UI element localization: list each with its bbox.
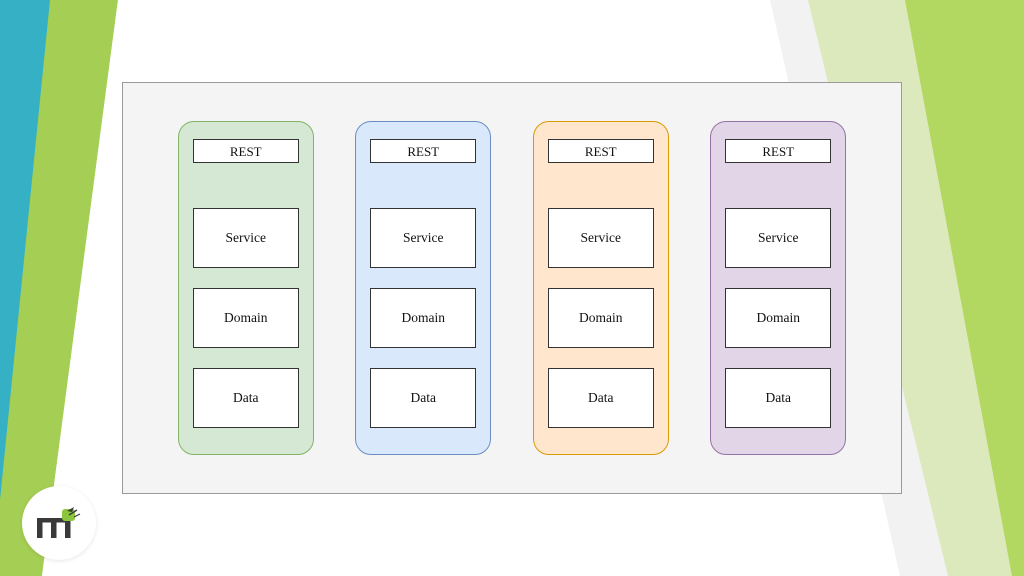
- node-rest-label: REST: [762, 143, 795, 159]
- node-service-label: Service: [403, 230, 444, 246]
- node-data[interactable]: Data: [192, 368, 299, 428]
- node-rest-label: REST: [407, 143, 440, 159]
- node-data-label: Data: [765, 390, 791, 406]
- node-service-label: Service: [225, 230, 266, 246]
- columns-row: REST Service Domain Data REST Service Do…: [123, 83, 901, 493]
- decor-band-brightgreen-right: [905, 0, 1024, 576]
- node-service[interactable]: Service: [192, 208, 299, 268]
- logo-m-mark: [37, 518, 71, 538]
- node-data[interactable]: Data: [547, 368, 654, 428]
- diagram-panel: REST Service Domain Data REST Service Do…: [122, 82, 902, 494]
- node-service-label: Service: [758, 230, 799, 246]
- node-domain[interactable]: Domain: [192, 288, 299, 348]
- node-data[interactable]: Data: [725, 368, 832, 428]
- node-data-label: Data: [410, 390, 436, 406]
- brand-logo-icon: [37, 507, 81, 538]
- node-data-label: Data: [588, 390, 614, 406]
- node-service[interactable]: Service: [547, 208, 654, 268]
- stack-column-orange[interactable]: REST Service Domain Data: [532, 121, 669, 455]
- node-domain[interactable]: Domain: [370, 288, 477, 348]
- brand-logo-badge[interactable]: [22, 486, 96, 560]
- node-domain-label: Domain: [224, 310, 268, 326]
- node-rest[interactable]: REST: [192, 139, 299, 163]
- node-domain-label: Domain: [401, 310, 446, 326]
- node-rest-label: REST: [584, 143, 617, 159]
- node-rest-label: REST: [229, 143, 262, 159]
- node-service[interactable]: Service: [370, 208, 477, 268]
- stack-column-purple[interactable]: REST Service Domain Data: [710, 121, 847, 455]
- node-domain-label: Domain: [579, 310, 623, 326]
- node-domain[interactable]: Domain: [547, 288, 654, 348]
- node-data-label: Data: [233, 390, 259, 406]
- node-service-label: Service: [580, 230, 621, 246]
- logo-leaf-accent: [62, 507, 81, 521]
- node-domain-label: Domain: [756, 310, 801, 326]
- node-data[interactable]: Data: [370, 368, 477, 428]
- stack-column-blue[interactable]: REST Service Domain Data: [355, 121, 492, 455]
- node-domain[interactable]: Domain: [725, 288, 832, 348]
- stack-column-green[interactable]: REST Service Domain Data: [177, 121, 314, 455]
- node-rest[interactable]: REST: [370, 139, 477, 163]
- node-service[interactable]: Service: [725, 208, 832, 268]
- node-rest[interactable]: REST: [725, 139, 832, 163]
- node-rest[interactable]: REST: [547, 139, 654, 163]
